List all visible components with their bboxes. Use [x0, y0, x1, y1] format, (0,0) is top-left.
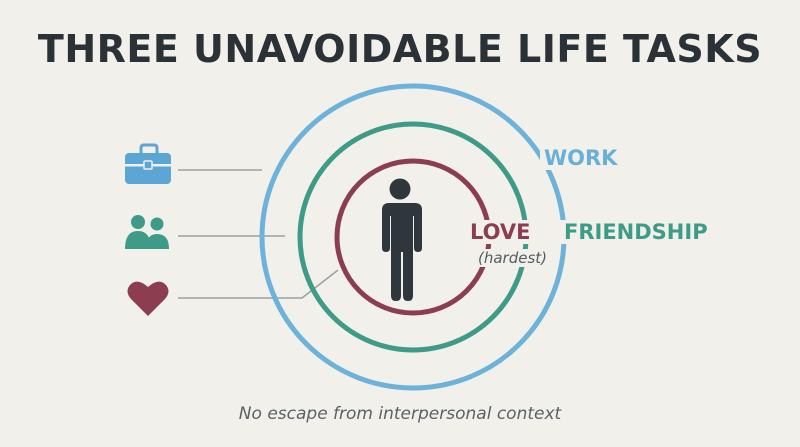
caption: No escape from interpersonal context	[238, 404, 562, 424]
briefcase-icon	[125, 143, 171, 184]
heart-icon	[127, 281, 169, 316]
person-icon	[382, 178, 422, 301]
people-icon	[125, 215, 169, 249]
work-label: WORK	[540, 146, 622, 170]
love-connector-line	[178, 269, 339, 299]
page-title: THREE UNAVOIDABLE LIFE TASKS	[37, 27, 763, 71]
friendship-label: FRIENDSHIP	[560, 220, 712, 244]
love-label: LOVE	[466, 220, 535, 244]
love-hardest-note: (hardest)	[476, 249, 550, 267]
